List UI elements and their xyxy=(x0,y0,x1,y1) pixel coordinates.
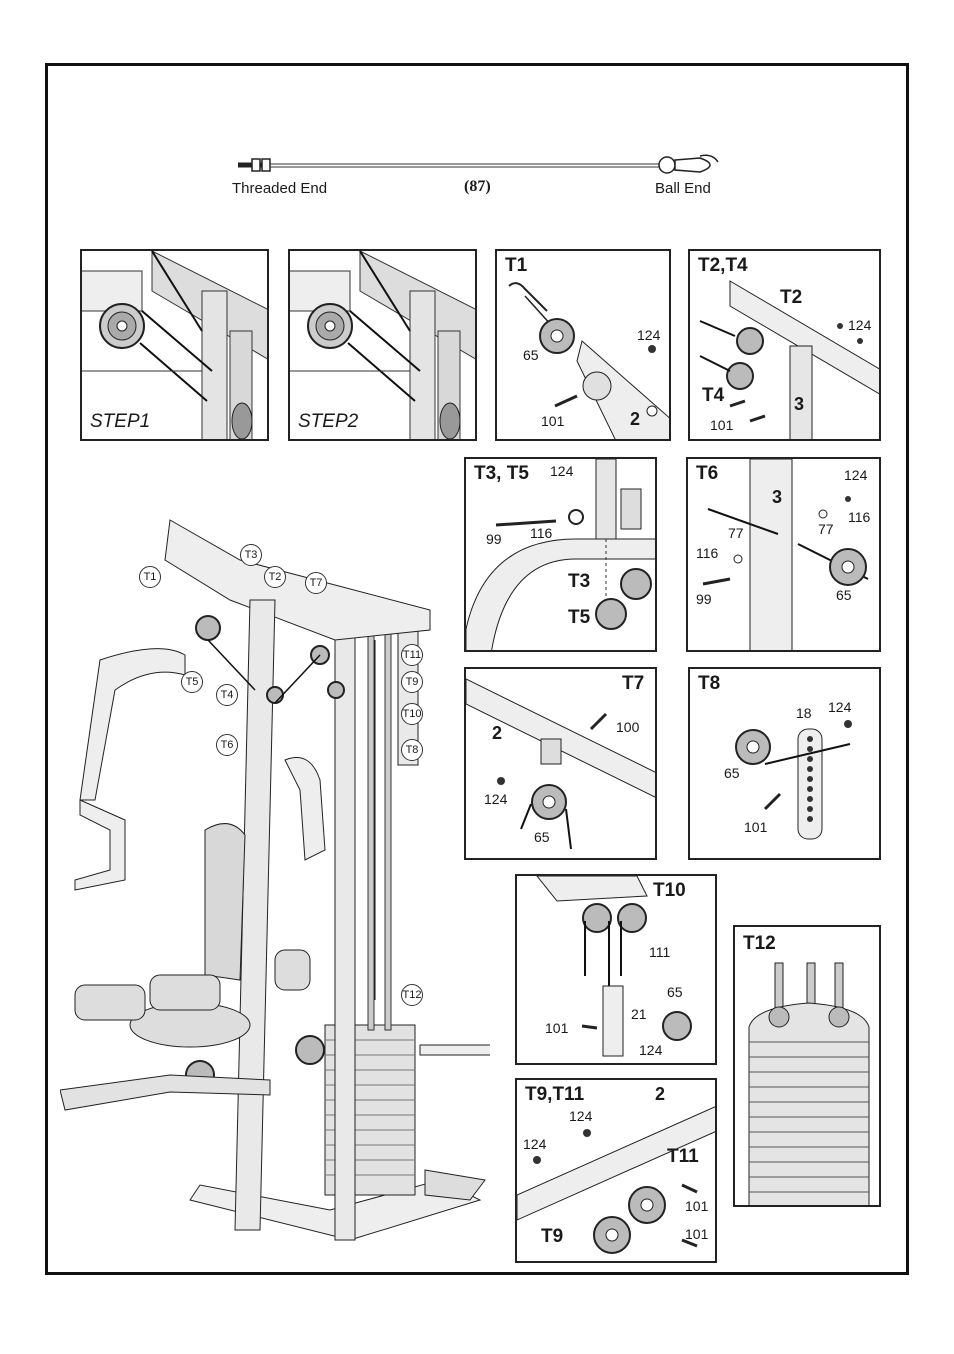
t8-label-65: 65 xyxy=(724,765,740,781)
t10-label-65: 65 xyxy=(667,984,683,1000)
t3t5-label-124: 124 xyxy=(550,463,573,479)
t9t11-label-124b: 124 xyxy=(523,1136,546,1152)
t9t11-label-101b: 101 xyxy=(685,1226,708,1242)
t9t11-label-2: 2 xyxy=(655,1084,665,1105)
t7-label-65: 65 xyxy=(534,829,550,845)
ball-end-label: Ball End xyxy=(655,180,711,197)
threaded-end-label: Threaded End xyxy=(232,180,327,197)
cable-part-number: (87) xyxy=(464,178,491,196)
callout-t7: T7 xyxy=(305,572,327,594)
t12-panel: T12 xyxy=(733,925,881,1207)
t1-label-101: 101 xyxy=(541,413,564,429)
t8-panel: T8 18 124 65 101 xyxy=(688,667,881,860)
t10-label-124: 124 xyxy=(639,1042,662,1058)
t10-title: T10 xyxy=(653,880,686,902)
t2t4-label-3: 3 xyxy=(794,394,804,415)
callout-t1: T1 xyxy=(139,566,161,588)
t1-title: T1 xyxy=(505,255,527,277)
t4-sublabel: T4 xyxy=(702,385,724,407)
t3-sublabel: T3 xyxy=(568,571,590,593)
cable-illustration xyxy=(230,150,730,180)
callout-t12: T12 xyxy=(401,984,423,1006)
callout-t10: T10 xyxy=(401,703,423,725)
callout-t11: T11 xyxy=(401,644,423,666)
t6-title: T6 xyxy=(696,463,718,485)
t7-label-100: 100 xyxy=(616,719,639,735)
t11-sublabel: T11 xyxy=(667,1146,699,1168)
t8-label-124: 124 xyxy=(828,699,851,715)
t2t4-label-124: 124 xyxy=(848,317,871,333)
t7-label-2: 2 xyxy=(492,723,502,744)
step2-label: STEP2 xyxy=(298,411,358,433)
t2t4-panel: T2,T4 T2 T4 124 101 3 xyxy=(688,249,881,441)
t6-label-116a: 116 xyxy=(848,509,870,525)
t1-label-65: 65 xyxy=(523,347,539,363)
t6-panel: T6 124 3 116 77 77 116 99 65 xyxy=(686,457,881,652)
t2-sublabel: T2 xyxy=(780,287,802,309)
t1-panel: T1 65 124 101 2 xyxy=(495,249,671,441)
t5-sublabel: T5 xyxy=(568,607,590,629)
t6-label-99: 99 xyxy=(696,591,712,607)
t12-title: T12 xyxy=(743,933,776,955)
callout-t9: T9 xyxy=(401,671,423,693)
step2-panel: STEP2 xyxy=(288,249,477,441)
t9t11-title: T9,T11 xyxy=(525,1084,584,1106)
t8-label-18: 18 xyxy=(796,705,812,721)
t3t5-label-116: 116 xyxy=(530,525,552,541)
t3t5-panel: T3, T5 T3 T5 124 99 116 xyxy=(464,457,657,652)
callout-t3: T3 xyxy=(240,544,262,566)
t9-sublabel: T9 xyxy=(541,1226,563,1248)
t10-label-21: 21 xyxy=(631,1006,647,1022)
t10-label-101: 101 xyxy=(545,1020,568,1036)
t9t11-panel: T9,T11 T11 T9 2 124 124 101 101 xyxy=(515,1078,717,1263)
callout-t8: T8 xyxy=(401,739,423,761)
t6-label-77b: 77 xyxy=(818,521,834,537)
t10-label-111: 111 xyxy=(649,944,670,960)
t8-label-101: 101 xyxy=(744,819,767,835)
t2t4-title: T2,T4 xyxy=(698,255,748,277)
t7-title: T7 xyxy=(622,673,644,695)
t1-label-124: 124 xyxy=(637,327,660,343)
callout-t5: T5 xyxy=(181,671,203,693)
t2t4-label-101: 101 xyxy=(710,417,733,433)
step1-panel: STEP1 xyxy=(80,249,269,441)
t9t11-label-124a: 124 xyxy=(569,1108,592,1124)
t8-title: T8 xyxy=(698,673,720,695)
t1-label-2: 2 xyxy=(630,409,640,430)
gym-machine-illustration xyxy=(60,500,490,1260)
t6-label-124: 124 xyxy=(844,467,867,483)
callout-t4: T4 xyxy=(216,684,238,706)
t6-label-116b: 116 xyxy=(696,545,718,561)
t3t5-title: T3, T5 xyxy=(474,463,529,485)
t7-panel: T7 2 100 124 65 xyxy=(464,667,657,860)
t6-label-77a: 77 xyxy=(728,525,744,541)
callout-t2: T2 xyxy=(264,566,286,588)
t6-label-65: 65 xyxy=(836,587,852,603)
step1-label: STEP1 xyxy=(90,411,150,433)
t9t11-label-101a: 101 xyxy=(685,1198,708,1214)
callout-t6: T6 xyxy=(216,734,238,756)
t6-label-3: 3 xyxy=(772,487,782,508)
t10-panel: T10 111 65 21 101 124 xyxy=(515,874,717,1065)
